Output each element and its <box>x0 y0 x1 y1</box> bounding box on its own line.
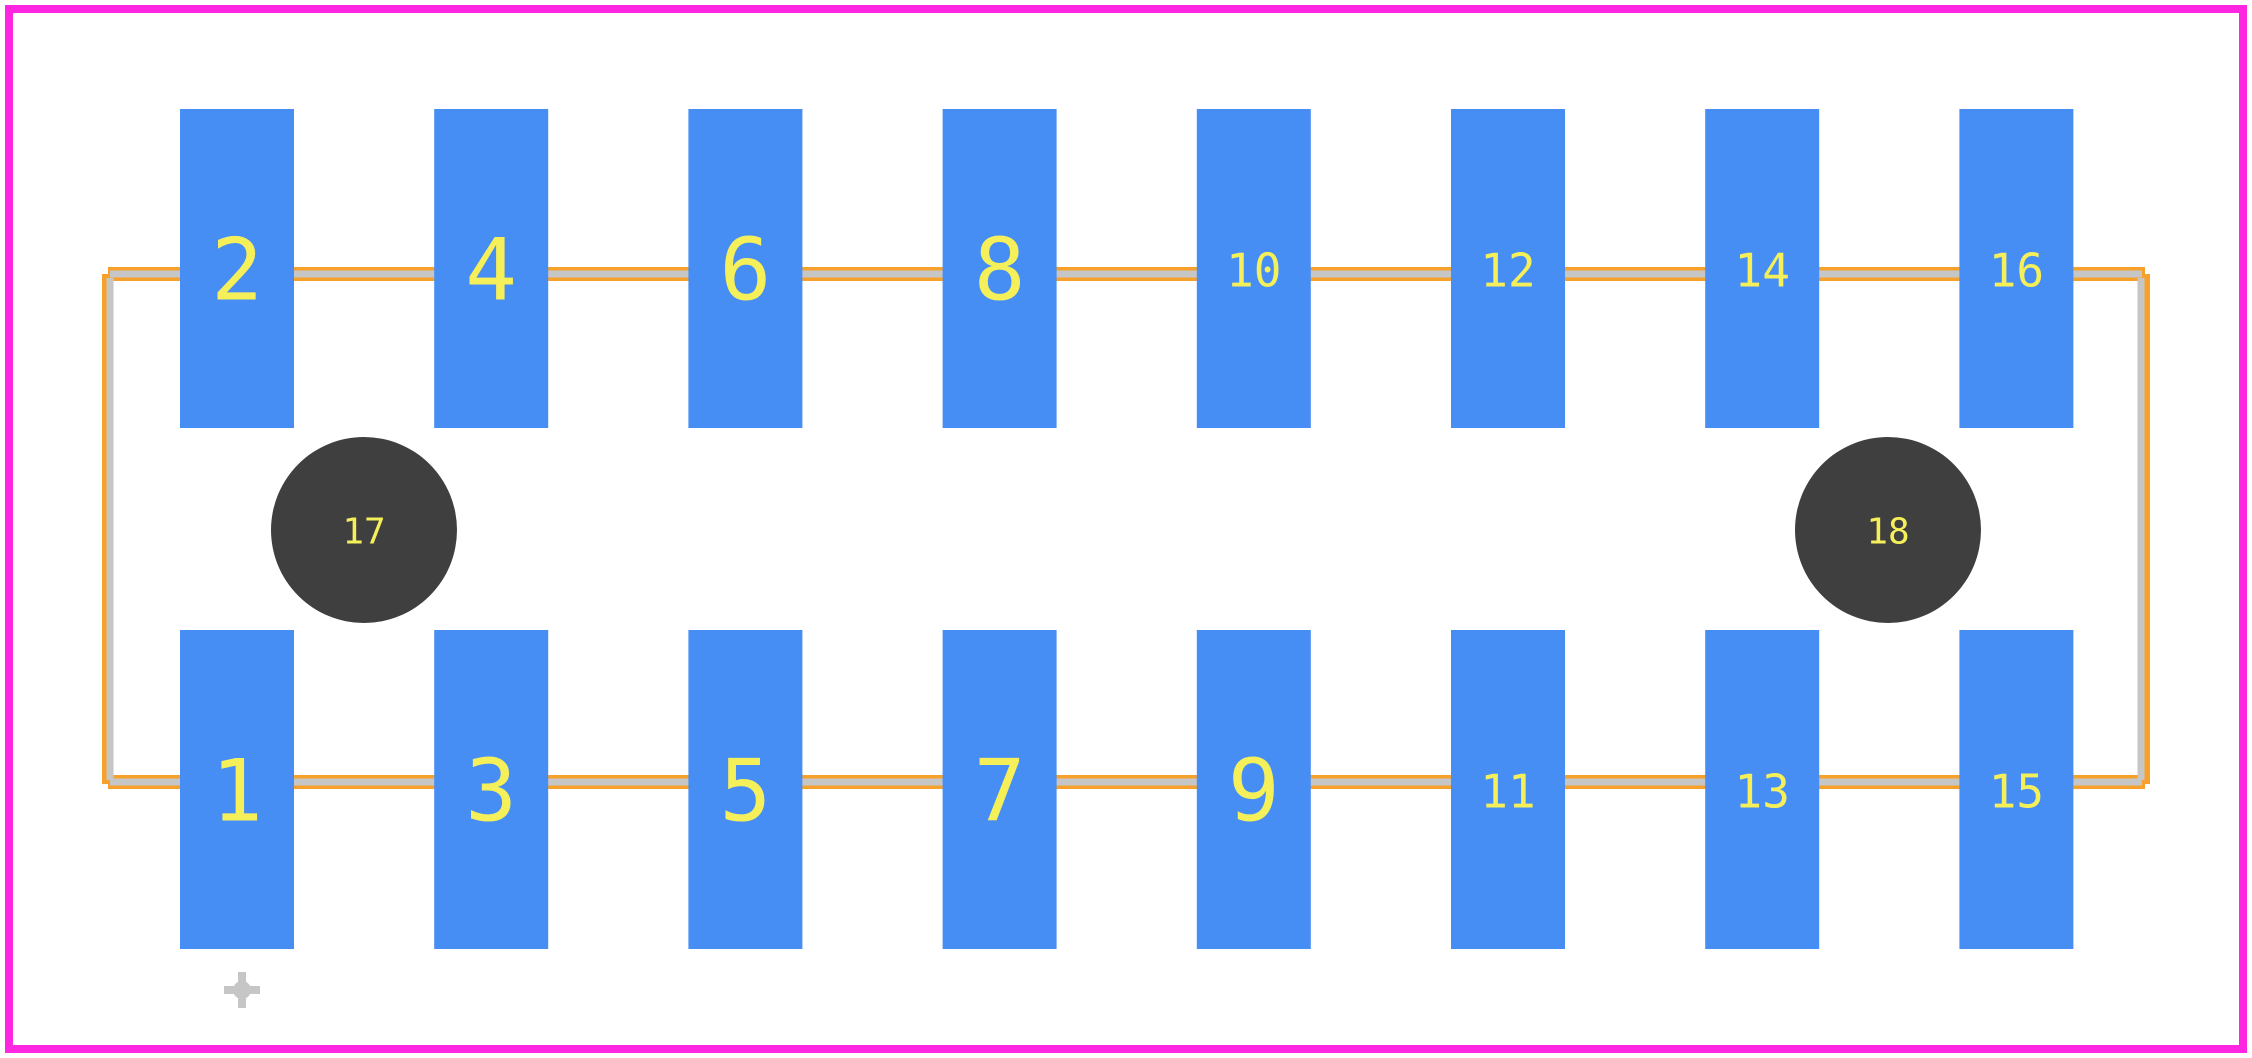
pad-6: 6 <box>688 109 803 428</box>
mounting-hole-18-label: 18 <box>1866 512 1909 553</box>
pad-3: 3 <box>434 630 549 949</box>
pad-15: 15 <box>1959 630 2074 949</box>
pad-3-label: 3 <box>465 742 517 842</box>
pad-9: 9 <box>1196 630 1311 949</box>
pad-6-copper <box>688 109 803 428</box>
crosshair-origin-icon <box>224 972 260 1008</box>
pad-3-copper <box>434 630 549 949</box>
pad-10-label: 10 <box>1226 244 1281 298</box>
pad-5: 5 <box>688 630 803 949</box>
pad-7-copper <box>942 630 1057 949</box>
pad-7-label: 7 <box>974 742 1026 842</box>
pad-2: 2 <box>180 109 294 428</box>
pad-13-copper <box>1705 630 1820 949</box>
pad-15-copper <box>1959 630 2074 949</box>
pad-13: 13 <box>1705 630 1820 949</box>
pad-16-label: 16 <box>1989 244 2044 298</box>
pad-8-copper <box>942 109 1057 428</box>
pad-15-label: 15 <box>1989 765 2044 819</box>
pad-9-copper <box>1196 630 1311 949</box>
pad-11-copper <box>1451 630 1565 949</box>
pad-5-label: 5 <box>720 742 772 842</box>
mounting-hole-18-drill <box>1795 437 1981 623</box>
mounting-hole-17-drill <box>271 437 457 623</box>
pad-4-copper <box>434 109 549 428</box>
pad-2-label: 2 <box>211 221 263 321</box>
pad-14: 14 <box>1705 109 1820 428</box>
pad-4: 4 <box>434 109 549 428</box>
pad-16-copper <box>1959 109 2074 428</box>
pad-5-copper <box>688 630 803 949</box>
pad-10: 10 <box>1196 109 1311 428</box>
pad-11: 11 <box>1451 630 1565 949</box>
pad-13-label: 13 <box>1735 765 1790 819</box>
pad-8-label: 8 <box>974 221 1026 321</box>
pad-6-label: 6 <box>720 221 772 321</box>
pad-7: 7 <box>942 630 1057 949</box>
pad-8: 8 <box>942 109 1057 428</box>
pad-12-copper <box>1451 109 1565 428</box>
pad-11-label: 11 <box>1480 765 1535 819</box>
mounting-hole-18: 18 <box>1795 437 1981 623</box>
pad-4-label: 4 <box>465 221 517 321</box>
mounting-hole-17: 17 <box>271 437 457 623</box>
pad-16: 16 <box>1959 109 2074 428</box>
pad-14-copper <box>1705 109 1820 428</box>
mounting-hole-17-label: 17 <box>342 512 385 553</box>
top-row-pads: 2 4 6 8 10 12 14 16 <box>180 109 2074 428</box>
pad-14-label: 14 <box>1735 244 1790 298</box>
pad-10-copper <box>1196 109 1311 428</box>
pad-1: 1 <box>180 630 294 949</box>
pad-9-label: 9 <box>1228 742 1280 842</box>
pad-12-label: 12 <box>1480 244 1535 298</box>
pad-2-copper <box>180 109 294 428</box>
pad-1-copper <box>180 630 294 949</box>
courtyard-outline <box>5 5 2247 1053</box>
pad-12: 12 <box>1451 109 1565 428</box>
pad-1-label: 1 <box>211 742 263 842</box>
